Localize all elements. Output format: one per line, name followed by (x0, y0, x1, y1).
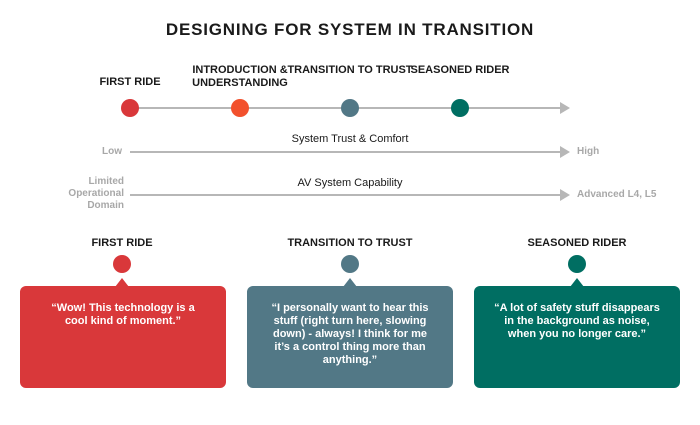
axis-high-trust: High (577, 146, 600, 157)
stage-label-seasoned-rider: SEASONED RIDER (410, 64, 510, 76)
page-title: DESIGNING FOR SYSTEM IN TRANSITION (165, 20, 535, 39)
axis-high-capability: Advanced L4, L5 (577, 189, 657, 200)
axis-arrowhead-trust (560, 146, 570, 158)
axis-low-capability: Limited Operational Domain (68, 176, 124, 211)
quote-label-transition-to-trust: TRANSITION TO TRUST (287, 237, 413, 249)
axis-line-capability (130, 194, 561, 196)
quote-label-seasoned-rider: SEASONED RIDER (527, 237, 627, 249)
quote-card-first-ride: “Wow! This technology is a cool kind of … (20, 286, 226, 388)
timeline-arrowhead (560, 102, 570, 114)
stage-label-transition-to-trust: TRANSITION TO TRUST (287, 64, 413, 76)
quote-tail-transition-to-trust (343, 278, 357, 287)
axis-low-trust: Low (102, 146, 122, 157)
quote-dot-transition-to-trust (341, 255, 359, 273)
quote-dot-seasoned-rider (568, 255, 586, 273)
quote-card-seasoned-rider: “A lot of safety stuff disappears in the… (474, 286, 680, 388)
quote-tail-seasoned-rider (570, 278, 584, 287)
stage-dot-introduction (231, 99, 249, 117)
axis-arrowhead-capability (560, 189, 570, 201)
stage-dot-first-ride (121, 99, 139, 117)
quote-dot-first-ride (113, 255, 131, 273)
stage-dot-transition-to-trust (341, 99, 359, 117)
axis-title-trust: System Trust & Comfort (291, 133, 409, 145)
stage-dot-seasoned-rider (451, 99, 469, 117)
axis-line-trust (130, 151, 561, 153)
axis-title-capability: AV System Capability (297, 177, 403, 189)
stage-label-introduction: INTRODUCTION & UNDERSTANDING (192, 64, 288, 89)
quote-tail-first-ride (115, 278, 129, 287)
quote-card-transition-to-trust: “I personally want to hear this stuff (r… (247, 286, 453, 388)
stage-label-first-ride: FIRST RIDE (99, 76, 161, 88)
quote-label-first-ride: FIRST RIDE (91, 237, 153, 249)
